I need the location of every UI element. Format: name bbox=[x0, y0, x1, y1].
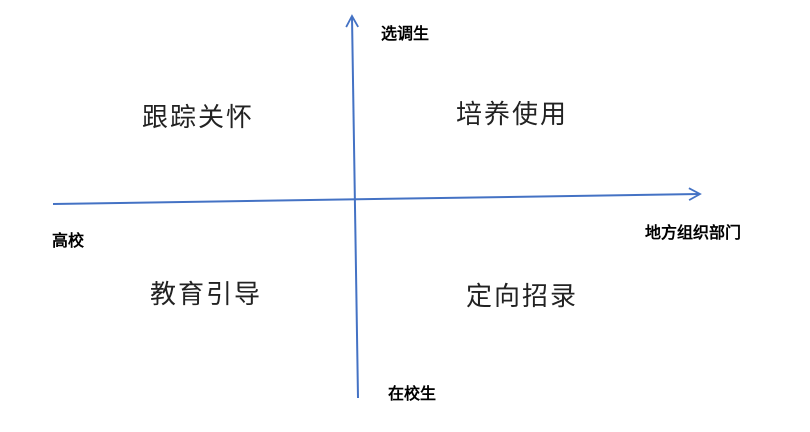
axis-label-left: 高校 bbox=[52, 231, 85, 250]
axis-label-right: 地方组织部门 bbox=[645, 223, 742, 242]
quadrant-top-left: 跟踪关怀 bbox=[142, 103, 255, 133]
quadrant-bottom-left: 教育引导 bbox=[150, 280, 263, 310]
axis-label-top: 选调生 bbox=[381, 24, 430, 43]
axis-label-bottom: 在校生 bbox=[388, 384, 437, 403]
quadrant-top-right: 培养使用 bbox=[456, 100, 569, 130]
horizontal-axis bbox=[52, 187, 702, 205]
vertical-axis bbox=[345, 14, 359, 399]
quadrant-bottom-right: 定向招录 bbox=[466, 282, 579, 312]
